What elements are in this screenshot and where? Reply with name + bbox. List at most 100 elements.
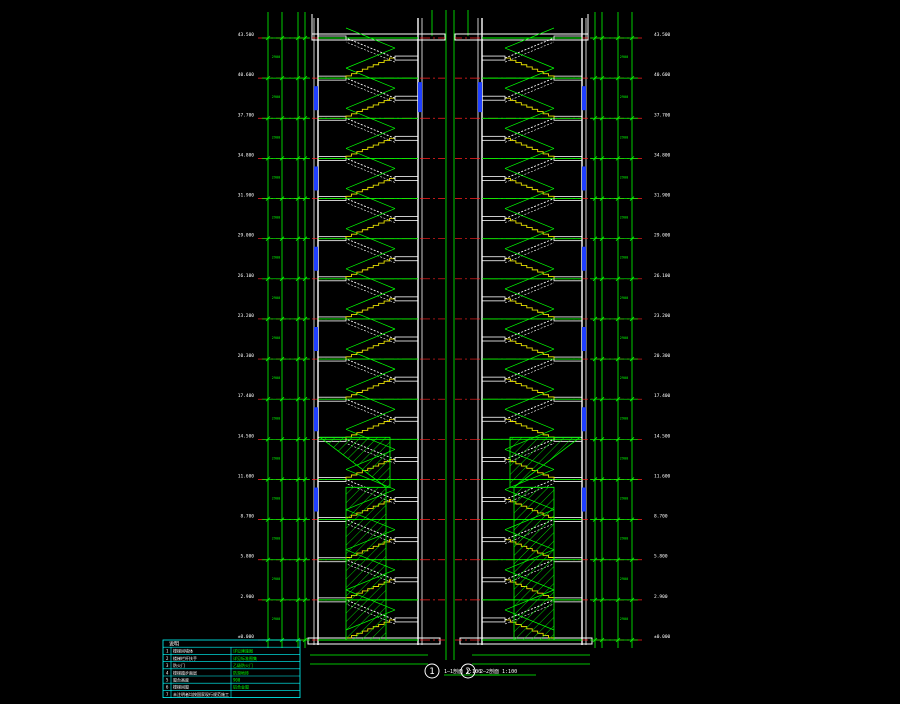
stair-flight-underside [504,282,555,304]
stair-railing [504,348,555,370]
dimension-tick [629,637,635,643]
legend-row-note: 防滑地砖 [233,669,249,675]
roof-slab [454,33,589,41]
dimension-tick [279,356,285,362]
stair-flight [504,157,555,179]
stair-railing [345,148,396,169]
elevation-label: 11.600 [238,473,255,479]
dimension-tick [615,396,621,402]
stair-railing [345,288,396,310]
dimension-tick [615,75,621,81]
stair-flight [345,418,395,440]
stair-railing [504,248,555,270]
stair-railing [504,328,555,350]
window [314,166,318,191]
dimension-tick [302,557,308,563]
stair-flight [504,198,555,220]
legend-row-number: 7 [166,692,169,697]
legend-row-text: 楼梯间墙体 [173,648,193,654]
dimension-tick [599,477,605,482]
dimension-text: 2900 [272,497,280,501]
legend-row-text: 楼梯间窗 [173,684,189,690]
dimension-tick [599,637,605,643]
dimension-tick [592,316,598,322]
elevation-label: 40.600 [238,72,255,78]
dimension-tick [592,517,598,522]
dimension-tick [629,115,635,121]
legend-row-text: 窗台高度 [173,677,189,683]
dimension-tick [279,236,285,241]
elevation-label: 2.900 [654,594,668,600]
window [582,407,586,432]
stair-railing [345,328,396,350]
dimension-tick [279,115,285,121]
stair-railing [345,107,396,129]
elevation-label: 20.300 [654,353,671,359]
stair-flight [504,358,555,380]
dimension-text: 2900 [620,456,628,460]
dimension-tick [599,597,605,603]
stair-flight [345,378,395,400]
elevation-label: 8.700 [654,514,668,520]
dimension-tick [599,316,605,322]
section-1: ±0.00029002.90029005.80029008.700290011.… [238,10,500,679]
elevation-label: ±0.000 [654,634,671,640]
dimension-tick [279,35,285,41]
stair-landing [394,456,419,462]
dimension-text: 2900 [620,296,628,300]
stair-railing [504,188,555,209]
dimension-tick [629,396,635,402]
stair-flight-underside [504,362,555,384]
stair-flight [505,258,555,279]
stair-railing [345,348,396,370]
stair-flight [345,358,396,380]
stair-flight-underside [345,162,396,183]
stair-railing [504,107,555,129]
stair-landing [481,176,506,181]
stair-flight [345,198,396,220]
window [582,86,586,111]
dimension-text: 2900 [620,537,628,541]
stair-flight [345,37,396,59]
stair-flight [345,97,395,119]
stair-landing [394,617,419,623]
elevation-label: 8.700 [240,514,254,520]
stair-railing [345,408,396,430]
legend-row-text: 楼梯踏步面层 [173,669,197,675]
dimension-tick [302,396,308,402]
stair-landing [394,416,419,422]
dimension-tick [265,75,271,81]
stair-flight-underside [504,41,555,63]
dimension-text: 2900 [272,216,280,220]
dimension-text: 2900 [272,55,280,59]
dimension-tick [302,156,308,161]
dimension-tick [592,115,598,121]
dimension-tick [295,597,301,603]
section-marker-circle [424,663,440,679]
stair-landing [481,497,506,502]
dimension-tick [599,396,605,402]
dimension-tick [629,517,635,522]
dimension-tick [592,236,598,241]
dimension-tick [592,356,598,362]
section-marker-circle [460,663,476,679]
stair-flight [345,157,396,179]
stair-landing [481,135,506,141]
legend-title: 说明 [169,641,179,648]
stair-flight [504,278,555,300]
stair-flight [505,418,555,440]
stair-flight [505,178,555,199]
dimension-tick [279,276,285,282]
dimension-tick [295,35,301,41]
dimension-tick [265,597,271,603]
legend-row-number: 2 [166,656,169,661]
legend-row-note: 详见建施图 [233,648,253,654]
elevation-label: 29.000 [654,233,671,239]
stair-landing [394,497,419,502]
elevation-label: 5.800 [240,554,254,560]
stair-landing [394,336,419,342]
dimension-tick [615,276,621,282]
dimension-tick [295,196,301,201]
dimension-text: 2900 [272,577,280,581]
stair-flight-underside [345,41,396,63]
